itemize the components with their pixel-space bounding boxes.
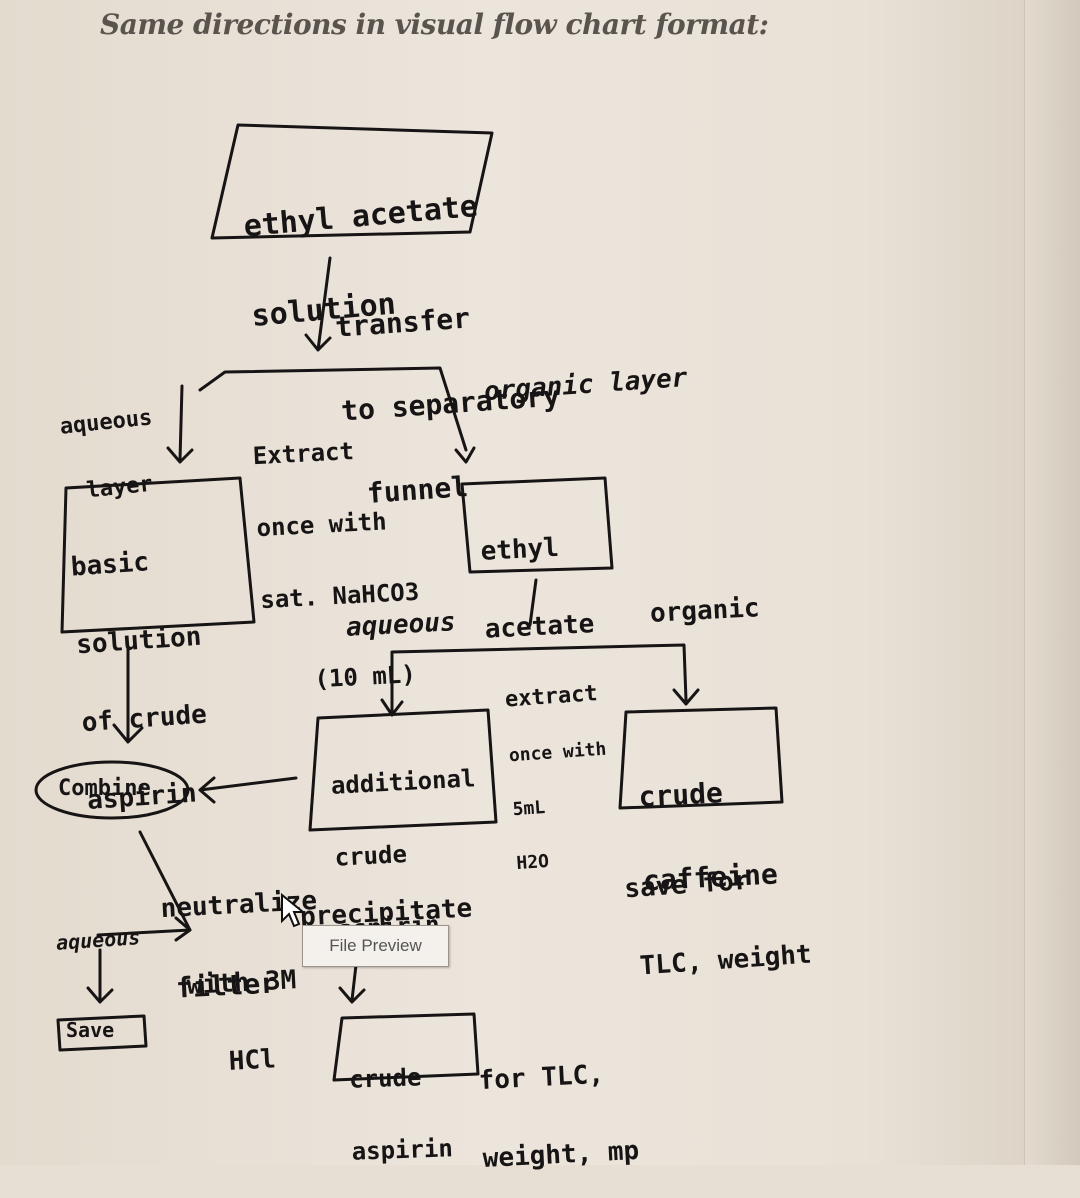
ethyl-down-line (528, 578, 538, 627)
save-node-border (56, 1014, 148, 1052)
save-for-line2: TLC, weight (638, 939, 813, 982)
basic-line2: solution (75, 621, 203, 661)
save-for-line1: save for (623, 865, 751, 905)
aqueous3-arrow (86, 948, 114, 1004)
final-line1: crude (348, 1063, 422, 1094)
neutralize-arrow (174, 916, 192, 942)
save-for-label: save for TLC, weight (620, 812, 814, 1006)
extract1-line4: (10 mL) (313, 660, 417, 694)
extract1-line2: once with (255, 507, 388, 543)
page-heading: Same directions in visual flow chart for… (100, 8, 769, 41)
start-node-line1: ethyl acetate (242, 188, 480, 245)
extract1-line3: sat. NaHCO3 (259, 577, 420, 615)
caffeine-node-border (618, 706, 784, 810)
basic-line1: basic (69, 547, 151, 583)
final-node-border (332, 1012, 480, 1082)
basic-node-border (60, 476, 256, 634)
ethyl-node-border (460, 476, 614, 574)
caffeine-line1: crude (637, 776, 724, 814)
aqueous-arrow (166, 384, 194, 464)
final-line2: aspirin (351, 1134, 454, 1166)
aqueous3-label: aqueous (55, 925, 142, 955)
extract2-label: extract once with 5mL H2O (502, 647, 616, 891)
basic-down-arrow (112, 646, 144, 744)
ethyl-line2: acetate (484, 609, 596, 645)
extract2-line2: once with (508, 738, 608, 767)
ethyl-line1: ethyl (479, 532, 560, 567)
ethyl-node: ethyl acetate (477, 481, 596, 668)
transfer-arrow (304, 256, 332, 352)
transfer-line1: transfer (334, 301, 472, 344)
flowchart-lines (34, 123, 784, 1082)
second-split (390, 643, 688, 717)
photo-page (0, 0, 1080, 1165)
aqueous-layer-line1: aqueous (58, 405, 154, 440)
extract2-line3: 5mL (512, 797, 546, 821)
for-tlc-line1: for TLC, (477, 1059, 605, 1097)
file-preview-tooltip: File Preview (302, 925, 449, 967)
additional-line1: additional (330, 764, 476, 800)
filter-label: filter (175, 966, 278, 1005)
additional-line2: crude (333, 840, 408, 872)
extract2-line1: extract (504, 681, 599, 713)
filter-arrow (338, 963, 366, 1004)
organic2-label: organic (649, 593, 761, 629)
organic2-arrow (672, 688, 700, 706)
additional-node-border (308, 708, 498, 832)
mouse-pointer-icon (281, 893, 306, 928)
extract1-label: Extract once with sat. NaHCO3 (10 mL) (250, 388, 426, 718)
extract2-line4: H2O (515, 850, 550, 875)
for-tlc-label: for TLC, weight, mp (475, 1008, 641, 1198)
combine-node: Combine (58, 776, 151, 801)
extract1-line1: Extract (252, 437, 355, 471)
monitor-edge (1024, 0, 1080, 1165)
basic-line3: of crude (80, 699, 208, 739)
aqueous2-label: aqueous (345, 607, 457, 643)
neutralize-line3: HCl (228, 1044, 277, 1077)
split-bracket (198, 366, 468, 452)
start-node-border (210, 123, 494, 240)
save-node: Save (66, 1018, 115, 1042)
organic-arrow (454, 446, 476, 464)
combine-node-border (34, 760, 190, 820)
for-tlc-line2: weight, mp (482, 1135, 640, 1175)
to-combine-arrow (198, 776, 298, 804)
final-node: crude aspirin (347, 1016, 454, 1187)
